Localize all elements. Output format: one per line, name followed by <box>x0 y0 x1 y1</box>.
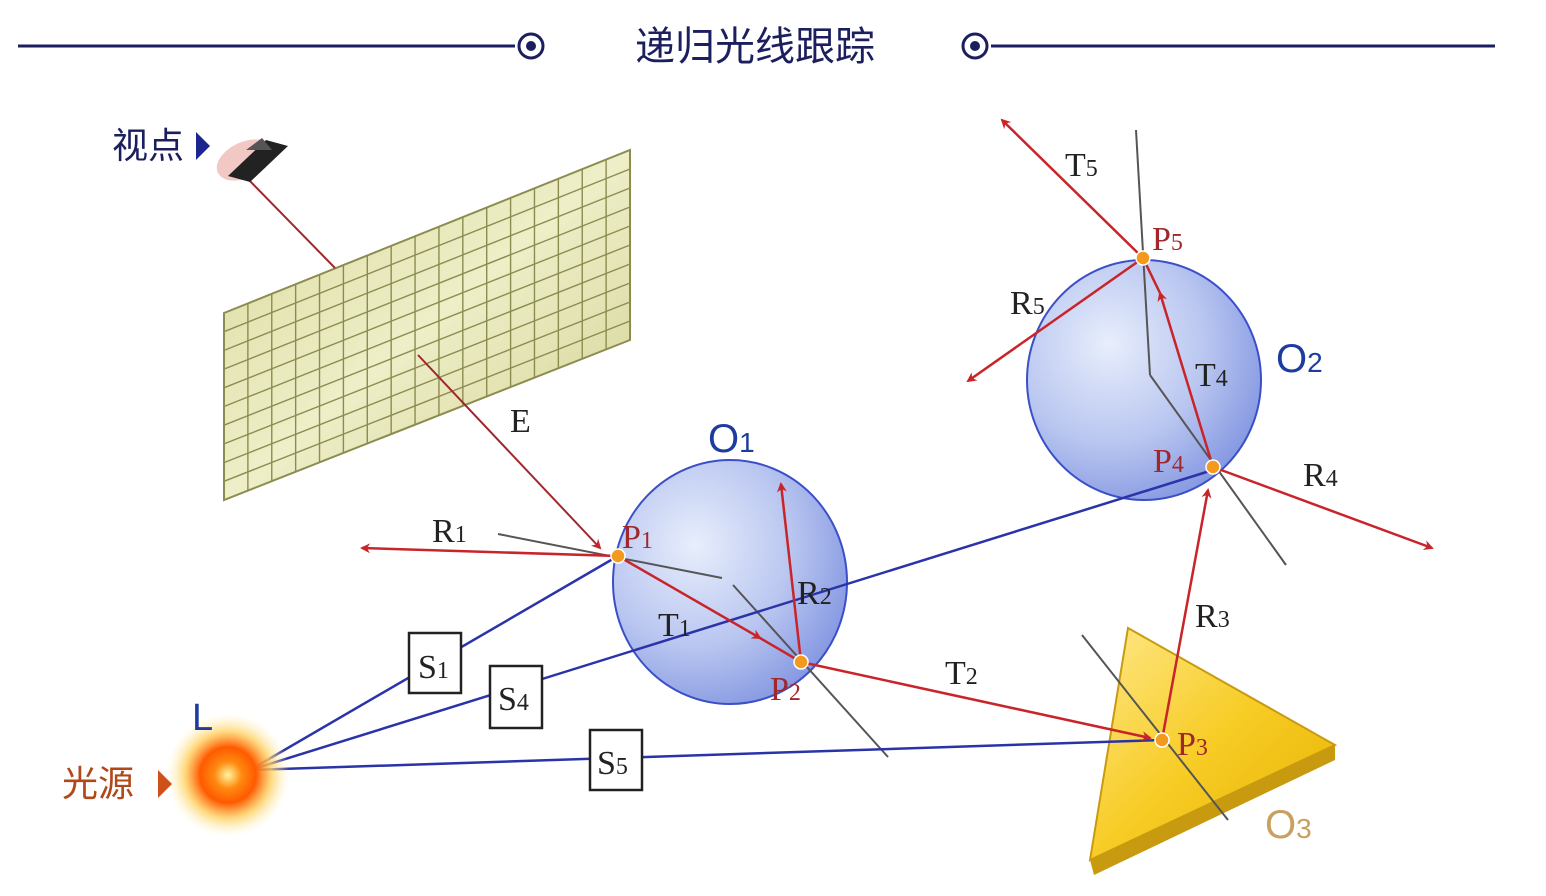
diagram-title: 递归光线跟踪 <box>635 25 875 69</box>
shadow-ray-labels: S1 S4 S5 <box>407 631 644 792</box>
label-R3: R3 <box>1195 598 1230 635</box>
grid-line <box>223 320 631 482</box>
normal-P2 <box>732 584 889 758</box>
label-O2: O2 <box>1276 337 1323 381</box>
title-bar: 递归光线跟踪 <box>18 25 1495 69</box>
viewpoint-arrow-icon <box>196 132 210 160</box>
light-source-arrow-icon <box>158 770 172 798</box>
label-T4: T4 <box>1195 357 1228 394</box>
label-R1: R1 <box>432 513 467 550</box>
label-P1: P1 <box>622 519 653 556</box>
ray-R2 <box>776 482 803 663</box>
title-bullet-right-icon <box>961 32 989 60</box>
ray-R4 <box>1212 465 1434 550</box>
object-labels: O1 O2 O3 <box>708 337 1323 847</box>
label-S1: S1 <box>418 649 449 686</box>
point-P2 <box>793 654 809 670</box>
light-source-icon <box>166 713 290 837</box>
ray-R3 <box>1160 488 1212 741</box>
ray-T1 <box>617 554 762 640</box>
label-T1: T1 <box>658 607 691 644</box>
light-symbol-label: L <box>192 697 213 739</box>
eye-ray-upper <box>244 175 336 269</box>
shadow-ray-S4 <box>249 468 1214 772</box>
point-P3 <box>1154 732 1170 748</box>
grid-line <box>223 263 631 426</box>
eye-icon <box>216 138 288 182</box>
ray-labels: E R1 R2 R3 R4 R5 T1 T2 T4 T5 <box>432 147 1338 692</box>
label-P3: P3 <box>1177 726 1208 763</box>
label-P5: P5 <box>1152 221 1183 258</box>
eye-ray-E <box>417 354 602 550</box>
label-S4: S4 <box>498 681 529 718</box>
label-P4: P4 <box>1153 443 1184 480</box>
label-R4: R4 <box>1303 457 1338 494</box>
label-T2: T2 <box>945 655 978 692</box>
intersection-points <box>610 250 1221 748</box>
label-box-S1 <box>407 631 463 695</box>
point-P1 <box>610 548 626 564</box>
title-bullet-left-icon <box>517 32 545 60</box>
sphere-O1 <box>612 459 848 705</box>
grid-line <box>223 168 631 333</box>
label-E: E <box>510 403 531 440</box>
ray-R1 <box>360 543 619 558</box>
label-O3: O3 <box>1265 803 1312 847</box>
label-O1: O1 <box>708 417 755 461</box>
point-P5 <box>1135 250 1151 266</box>
label-P2: P2 <box>770 671 801 708</box>
image-plane-grid <box>223 148 631 502</box>
label-R2: R2 <box>797 575 832 612</box>
grid-line <box>223 301 631 464</box>
ray-R5 <box>966 256 1144 383</box>
label-box-S4 <box>488 664 544 730</box>
label-R5: R5 <box>1010 285 1045 322</box>
normal-P3 <box>1081 634 1229 821</box>
ray-T4 <box>1157 291 1215 468</box>
prism-O3 <box>1088 626 1338 875</box>
shadow-ray-S5 <box>249 738 1163 772</box>
point-labels: P1 P2 P3 P4 P5 <box>622 221 1208 763</box>
point-P4 <box>1205 459 1221 475</box>
label-box-S5 <box>588 728 644 792</box>
label-S5: S5 <box>597 745 628 782</box>
ray-T2 <box>800 660 1152 742</box>
ray-T5 <box>1000 118 1144 259</box>
label-T5: T5 <box>1065 147 1098 184</box>
viewpoint-label: 视点 <box>112 125 184 166</box>
grid-line <box>223 206 631 370</box>
grid-line <box>223 244 631 408</box>
grid-line <box>223 187 631 352</box>
grid-line <box>223 225 631 389</box>
light-source-label: 光源 <box>62 763 134 804</box>
